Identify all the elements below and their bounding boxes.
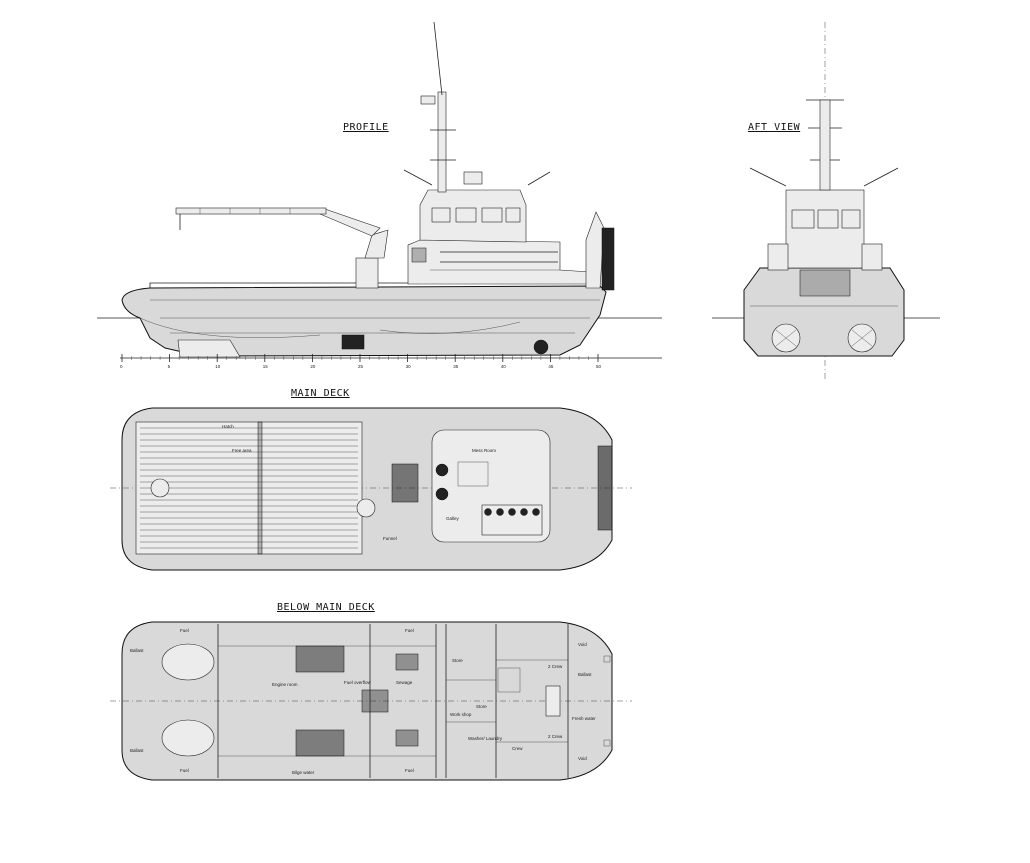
below-deck-bulkheads [217, 624, 569, 778]
ballast-label-3: Ballast [578, 672, 592, 677]
fuel-label-3: Fuel [180, 768, 189, 773]
aft-window-stbd [841, 209, 861, 229]
hatch-label: Hatch [222, 424, 234, 429]
stern-bollard-2 [603, 739, 611, 747]
engine-port [295, 645, 345, 673]
void-label-1: Void [578, 642, 587, 647]
main-deck-stairs [457, 461, 489, 487]
scale-tick-label: 15 [263, 364, 269, 369]
scale-tick-label: 5 [168, 364, 171, 369]
cabin-fittings [497, 667, 521, 693]
aft-window-center [817, 209, 839, 229]
aft-tow-winch [799, 269, 851, 297]
crew-label-3: 2 Crew [548, 734, 563, 739]
aft-view-title: AFT VIEW [748, 122, 801, 133]
void-label-2: Void [578, 756, 587, 761]
pump-1 [395, 653, 419, 671]
main-deck-cargo-area [135, 421, 363, 555]
free-area-label: Free area [232, 448, 252, 453]
bunk [545, 685, 561, 717]
washer-label: Washer/ Laundry [468, 736, 503, 741]
stern-bollard-1 [603, 655, 611, 663]
profile-hull-lines [150, 299, 600, 334]
aft-deckhouse [785, 189, 865, 269]
below-deck-title: BELOW MAIN DECK [277, 602, 375, 613]
scale-tick-label: 40 [501, 364, 507, 369]
below-deck-view: BELOW MAIN DECK Engine room Fuel Fuel Fu… [110, 602, 632, 781]
scale-tick-label: 35 [453, 364, 459, 369]
profile-hull [121, 285, 607, 357]
profile-crane [175, 207, 389, 289]
fuel-label-4: Fuel [405, 768, 414, 773]
main-deck-capstan [356, 498, 376, 518]
mess-seat [532, 508, 540, 516]
galley-label: Galley [446, 516, 460, 521]
profile-thruster [533, 339, 549, 355]
profile-hull-curves [139, 317, 521, 338]
store-label-2: Store [476, 704, 487, 709]
scale-tick-label: 45 [548, 364, 554, 369]
engine-stbd [295, 729, 345, 757]
fuel-label-1: Fuel [180, 628, 189, 633]
thruster-stbd [161, 719, 215, 757]
main-deck-fitting-1 [435, 463, 449, 477]
scale-tick-label: 10 [215, 364, 221, 369]
ballast-label-1: Ballast [130, 648, 144, 653]
profile-view: PROFILE [97, 21, 662, 369]
mess-seat [484, 508, 492, 516]
engine-room-label: Engine room [272, 682, 298, 687]
scale-tick-label: 50 [596, 364, 602, 369]
profile-stern-fin [585, 211, 605, 289]
aft-lights [749, 167, 899, 187]
generator [361, 689, 389, 713]
fresh-water-label: Fresh water [572, 716, 596, 721]
crew-label-1: Crew [512, 746, 523, 751]
workshop-label: Work shop [450, 712, 472, 717]
profile-mast [403, 21, 551, 193]
mess-room-label: Mess Room [472, 448, 496, 453]
profile-deckhouse [407, 189, 591, 285]
aft-bulwark-port [767, 243, 789, 271]
main-deck-fitting-2 [435, 487, 449, 501]
profile-fender [601, 227, 615, 291]
scale-tick-label: 0 [120, 364, 123, 369]
aft-bulwark-stbd [861, 243, 883, 271]
pump-2 [395, 729, 419, 747]
aft-window-port [791, 209, 815, 229]
sewage-label: Sewage [396, 680, 413, 685]
store-label-1: Store [452, 658, 463, 663]
scale-tick-label: 20 [310, 364, 316, 369]
profile-seachest [341, 334, 365, 350]
mess-seat [520, 508, 528, 516]
aft-mast [819, 99, 831, 191]
main-deck-stern-fender [597, 445, 613, 531]
mess-seat [496, 508, 504, 516]
scale-tick-label: 25 [358, 364, 364, 369]
aft-propeller-blades [775, 329, 873, 347]
main-deck-winch [391, 463, 419, 503]
fuel-overflow-label: Fuel overflow [344, 680, 372, 685]
crew-label-2: 2 Crew [548, 664, 563, 669]
scale-tick-label: 30 [406, 364, 412, 369]
main-deck-view: MAIN DECK Free area Hatch Funnel Mess Ro… [110, 388, 632, 571]
profile-skeg [177, 339, 241, 358]
fuel-label-2: Fuel [405, 628, 414, 633]
bilge-water-label: Bilge water [292, 770, 315, 775]
profile-title: PROFILE [343, 122, 389, 133]
main-deck-title: MAIN DECK [291, 388, 350, 399]
funnel-label: Funnel [383, 536, 397, 541]
mess-seat [508, 508, 516, 516]
ballast-label-2: Ballast [130, 748, 144, 753]
thruster-port [161, 643, 215, 681]
profile-scale: 0 5 10 15 20 25 30 35 40 45 50 [120, 354, 662, 369]
aft-view: AFT VIEW [712, 22, 940, 380]
